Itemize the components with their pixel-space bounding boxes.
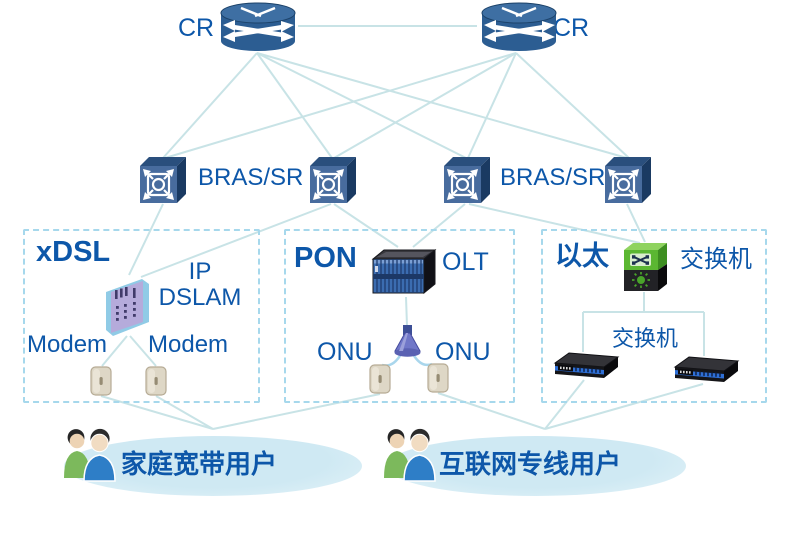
ip-dslam-label: IP DSLAM bbox=[152, 258, 248, 312]
pon-access-box bbox=[284, 229, 515, 403]
pon-title: PON bbox=[294, 242, 357, 274]
bras-sr-right-label: BRAS/SR bbox=[500, 164, 606, 191]
bras-sr-left-label: BRAS/SR bbox=[198, 164, 304, 191]
modem-right-label: Modem bbox=[148, 331, 229, 358]
ip-dslam-label-line1: IP bbox=[188, 258, 212, 285]
desktop-switch-icon-left bbox=[552, 350, 620, 382]
home-users-label: 家庭宽带用户 bbox=[121, 449, 278, 479]
ip-dslam-icon bbox=[102, 276, 152, 338]
leased-line-users-ellipse bbox=[386, 436, 686, 496]
core-router-right-icon bbox=[478, 2, 560, 52]
user-group-icon-leased bbox=[378, 426, 440, 482]
bras-sr-icon-3 bbox=[444, 157, 490, 203]
onu-icon-right bbox=[427, 363, 449, 393]
modem-icon-right bbox=[145, 366, 167, 396]
home-users-ellipse bbox=[64, 436, 362, 496]
ethernet-switch-core-icon bbox=[622, 242, 668, 292]
olt-chassis-icon bbox=[371, 248, 437, 296]
bras-sr-icon-1 bbox=[140, 157, 186, 203]
cr-left-label: CR bbox=[178, 14, 215, 42]
switch-top-label: 交换机 bbox=[680, 246, 752, 273]
olt-label: OLT bbox=[442, 248, 489, 276]
ip-dslam-label-line2: DSLAM bbox=[158, 284, 242, 312]
ethernet-access-box bbox=[541, 229, 767, 403]
user-group-icon-home bbox=[58, 426, 120, 482]
modem-icon-left bbox=[90, 366, 112, 396]
leased-line-users-label: 互联网专线用户 bbox=[439, 449, 622, 479]
modem-left-label: Modem bbox=[27, 331, 108, 358]
bras-sr-icon-4 bbox=[605, 157, 651, 203]
onu-right-label: ONU bbox=[435, 338, 491, 366]
xdsl-access-box bbox=[23, 229, 260, 403]
cr-right-label: CR bbox=[553, 14, 590, 42]
desktop-switch-icon-right bbox=[672, 354, 740, 386]
bras-sr-icon-2 bbox=[310, 157, 356, 203]
switch-bottom-label: 交换机 bbox=[612, 326, 679, 351]
onu-left-label: ONU bbox=[317, 338, 373, 366]
xdsl-title: xDSL bbox=[36, 236, 111, 268]
ethernet-title: 以太 bbox=[555, 241, 609, 271]
core-router-left-icon bbox=[217, 2, 299, 52]
optical-splitter-icon bbox=[389, 325, 425, 359]
onu-icon-left bbox=[369, 364, 391, 394]
